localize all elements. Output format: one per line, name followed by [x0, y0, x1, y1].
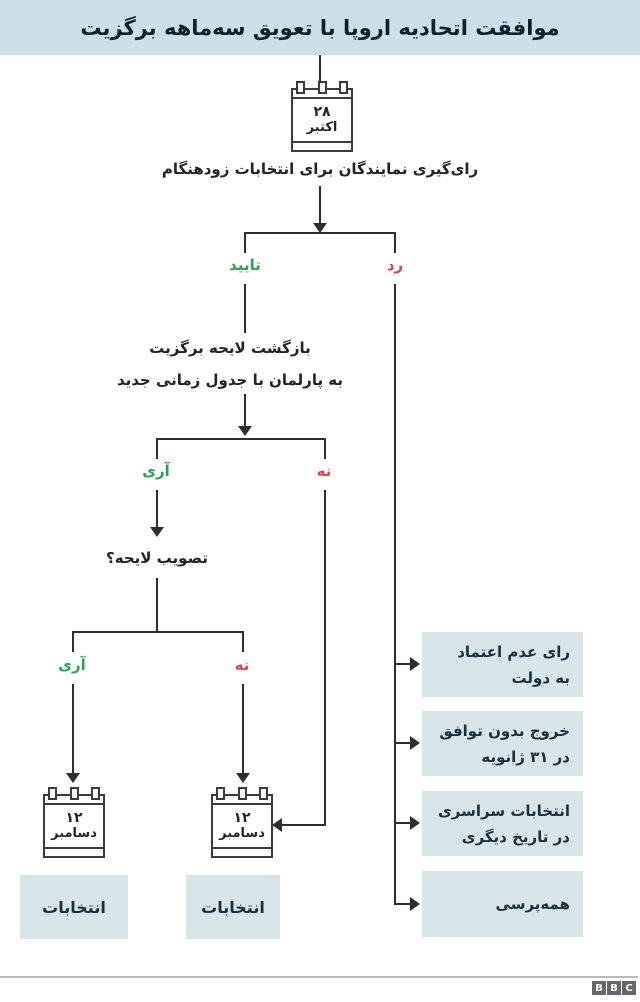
outcome-box-no-deal-exit: خروج بدون توافق در ۳۱ ژانویه	[422, 711, 583, 776]
calendar-month: دسامبر	[219, 826, 265, 841]
header-bar: موافقت اتحادیه اروپا با تعویق سه‌ماهه بر…	[0, 0, 640, 55]
connector-reject-vertical	[394, 284, 396, 905]
calendar-day: ۱۲	[233, 810, 251, 826]
connector-no3-to-calendar	[242, 684, 244, 774]
split3-bar	[72, 631, 244, 633]
outcome-line: در تاریخ دیگری	[461, 827, 570, 846]
outcome-line: رای عدم اعتماد	[457, 642, 570, 661]
arrow-down-icon	[150, 527, 164, 537]
connector-to-outcome-1	[394, 663, 412, 665]
label-no-3: نه	[234, 656, 250, 674]
calendar-ring	[317, 81, 327, 94]
calendar-month: دسامبر	[51, 826, 97, 841]
pass-question-label: تصویب لایحه؟	[106, 549, 208, 567]
split1-left-stub	[244, 232, 246, 253]
outcome-box-no-confidence: رای عدم اعتماد به دولت	[422, 632, 583, 697]
arrow-right-icon	[410, 736, 420, 750]
calendar-ring	[216, 787, 225, 800]
calendar-header-strip	[293, 90, 351, 99]
calendar-ring	[339, 81, 348, 94]
bbc-logo-letter: B	[607, 981, 621, 995]
connector-question-to-split3	[156, 578, 158, 632]
calendar-ring	[69, 787, 79, 800]
calendar-body: ۲۸ اکتبر	[291, 88, 353, 152]
outcome-line: همه‌پرسی	[495, 895, 570, 913]
elections-box-left: انتخابات	[20, 875, 128, 939]
connector-vote-to-split1	[319, 186, 321, 224]
calendar-rings	[296, 81, 348, 94]
arrow-down-icon	[238, 426, 252, 436]
page-title: موافقت اتحادیه اروپا با تعویق سه‌ماهه بر…	[80, 15, 560, 40]
arrow-down-icon	[236, 773, 250, 783]
outcome-line: به دولت	[511, 668, 570, 687]
calendar-body: ۱۲ دسامبر	[211, 794, 273, 858]
calendar-ring	[259, 787, 268, 800]
calendar-month: اکتبر	[306, 120, 338, 135]
connector-no2-vertical	[324, 490, 326, 826]
arrow-right-icon	[410, 657, 420, 671]
calendar-ring	[91, 787, 100, 800]
arrow-left-icon	[272, 818, 282, 832]
split2-bar	[156, 438, 326, 440]
connector-to-outcome-4	[394, 903, 412, 905]
calendar-rings	[48, 787, 100, 800]
label-yes-3: آری	[58, 656, 86, 674]
bbc-logo-letter: C	[622, 981, 636, 995]
label-reject: رد	[386, 256, 404, 274]
label-no-2: نه	[316, 462, 332, 480]
calendar-ring	[48, 787, 57, 800]
split2-left-stub	[156, 438, 158, 459]
outcome-line: خروج بدون توافق	[439, 721, 570, 740]
calendar-icon-12-december-right: ۱۲ دسامبر	[211, 787, 273, 858]
outcome-line: انتخابات سراسری	[438, 801, 570, 820]
calendar-footer-strip	[213, 847, 271, 856]
bbc-logo-letter: B	[592, 981, 606, 995]
arrow-down-icon	[66, 773, 80, 783]
calendar-day: ۱۲	[65, 810, 83, 826]
connector-yes3-to-calendar	[72, 684, 74, 774]
split3-right-stub	[242, 631, 244, 652]
arrow-down-icon	[313, 223, 327, 233]
return-bill-line2: به پارلمان با جدول زمانی جدید	[116, 371, 344, 389]
connector-return-to-split2	[244, 394, 246, 426]
calendar-icon-28-october: ۲۸ اکتبر	[291, 81, 353, 152]
split2-right-stub	[324, 438, 326, 459]
outcome-box-referendum: همه‌پرسی	[422, 871, 583, 937]
connector-approve	[244, 284, 246, 333]
calendar-icon-12-december-left: ۱۲ دسامبر	[43, 787, 105, 858]
outcome-box-general-election: انتخابات سراسری در تاریخ دیگری	[422, 791, 583, 856]
calendar-footer-strip	[45, 847, 103, 856]
arrow-right-icon	[410, 897, 420, 911]
calendar-ring	[296, 81, 305, 94]
return-bill-line1: بازگشت لایحه برگزیت	[149, 339, 311, 357]
connector-start	[319, 55, 321, 84]
split1-bar	[244, 232, 396, 234]
connector-no2-horizontal	[282, 824, 326, 826]
label-yes-2: آری	[142, 462, 170, 480]
split3-left-stub	[72, 631, 74, 652]
calendar-rings	[216, 787, 268, 800]
calendar-header-strip	[45, 796, 103, 805]
vote-step-label: رای‌گیری نمایندگان برای انتخابات زودهنگا…	[161, 160, 479, 178]
calendar-footer-strip	[293, 141, 351, 150]
label-approve: تایید	[229, 256, 261, 274]
calendar-body: ۱۲ دسامبر	[43, 794, 105, 858]
elections-box-right: انتخابات	[186, 875, 280, 939]
split1-right-stub	[394, 232, 396, 253]
calendar-ring	[237, 787, 247, 800]
connector-to-outcome-3	[394, 822, 412, 824]
calendar-day: ۲۸	[313, 104, 331, 120]
connector-yes2	[156, 490, 158, 528]
arrow-right-icon	[410, 816, 420, 830]
outcome-line: در ۳۱ ژانویه	[481, 747, 570, 766]
footer-divider	[0, 976, 638, 978]
calendar-header-strip	[213, 796, 271, 805]
connector-to-outcome-2	[394, 742, 412, 744]
